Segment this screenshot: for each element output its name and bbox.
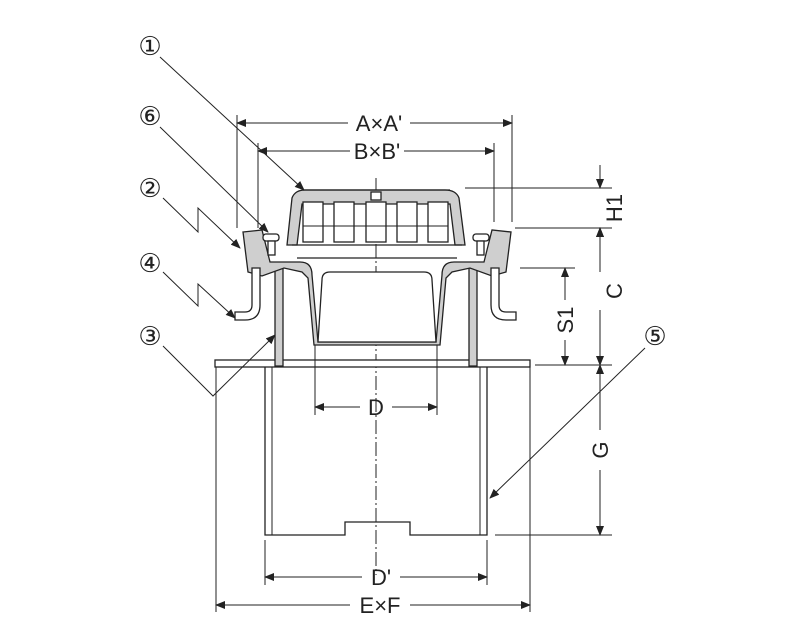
dim-label-g: G bbox=[588, 441, 613, 458]
part-label-1: ① bbox=[138, 32, 161, 62]
part-label-5: ⑤ bbox=[643, 322, 666, 352]
dim-label-h1: H1 bbox=[602, 194, 627, 222]
part-label-4: ④ bbox=[138, 249, 161, 279]
bolt-right bbox=[472, 233, 490, 256]
part-label-2: ② bbox=[138, 174, 161, 204]
dim-label-d-prime: D' bbox=[371, 565, 391, 590]
dim-label-b: B×B' bbox=[354, 139, 400, 164]
anchor-right bbox=[490, 267, 517, 321]
drain-body bbox=[242, 229, 512, 346]
drain-bore bbox=[317, 271, 437, 343]
body-pipe bbox=[214, 359, 531, 536]
part-label-6: ⑥ bbox=[138, 102, 161, 132]
dim-label-s1: S1 bbox=[553, 307, 578, 334]
dim-label-d: D bbox=[368, 395, 384, 420]
leader-lines bbox=[159, 56, 646, 499]
anchor-left bbox=[234, 267, 261, 321]
dim-label-c: C bbox=[602, 283, 627, 299]
sleeve bbox=[274, 267, 478, 367]
dimension-lines bbox=[215, 119, 604, 609]
extension-lines bbox=[215, 115, 612, 612]
dim-label-ef: E×F bbox=[360, 593, 401, 618]
part-label-3: ③ bbox=[138, 322, 161, 352]
dim-label-a: A×A' bbox=[356, 111, 402, 136]
bolt-left bbox=[262, 233, 280, 256]
grate bbox=[286, 189, 466, 259]
